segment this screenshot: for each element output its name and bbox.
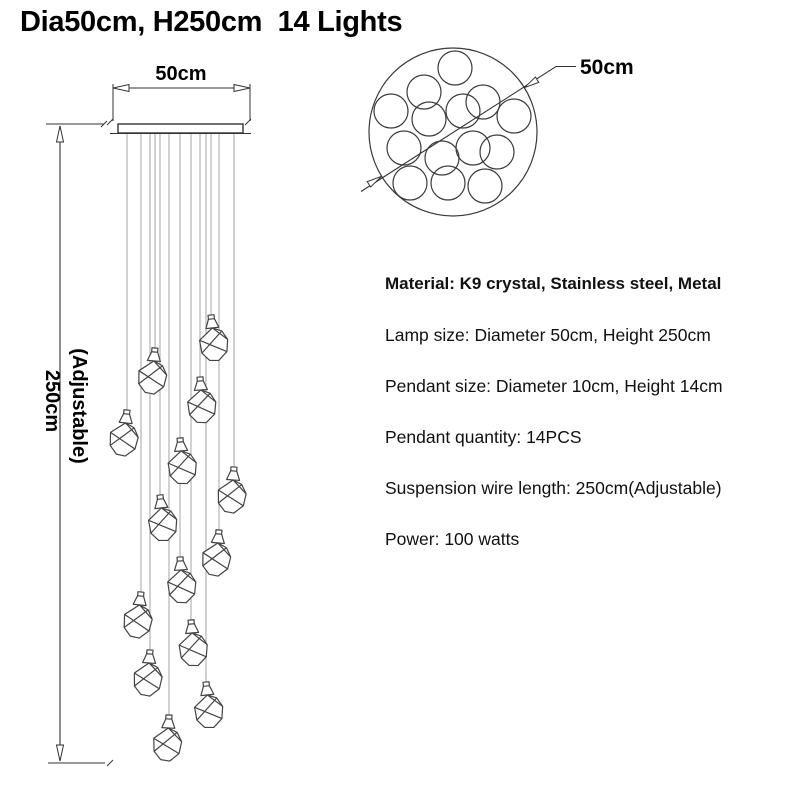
crystal-pendant	[107, 407, 142, 458]
spec-power: Power: 100 watts	[385, 529, 520, 549]
dim-arrow-right	[233, 83, 251, 93]
diameter-arrow-bottom	[366, 175, 382, 188]
canopy-outline	[368, 47, 538, 217]
page-title: Dia50cm, H250cm 14 Lights	[20, 6, 403, 38]
height-dimension: 250cm (Adjustable)	[41, 120, 114, 767]
spec-list: Material: K9 crystal, Stainless steel, M…	[385, 275, 790, 581]
front-view-diagram: 50cm 250cm (Adjustable)	[41, 63, 252, 767]
spec-pendant-size: Pendant size: Diameter 10cm, Height 14cm	[385, 376, 723, 396]
crystal-pendants	[107, 312, 249, 763]
dim-arrow-down	[55, 744, 65, 762]
pendant-position-circle	[479, 134, 515, 170]
crystal-pendant	[196, 312, 231, 363]
crystal-pendant	[191, 679, 226, 730]
pendant-position-circle	[430, 165, 466, 201]
crystal-pendant	[145, 492, 180, 543]
crystal-pendant	[165, 555, 198, 605]
crystal-pendant	[176, 618, 210, 668]
crystal-pendant	[136, 346, 170, 396]
spec-wire-length: Suspension wire length: 250cm(Adjustable…	[385, 478, 722, 498]
crystal-pendant	[165, 436, 199, 486]
pendant-position-circle	[424, 140, 460, 176]
pendant-position-circle	[406, 74, 442, 110]
pendant-position-circle	[445, 93, 481, 129]
suspension-wires	[126, 134, 235, 715]
pendant-position-circle	[455, 130, 491, 166]
pendant-position-circle	[411, 101, 447, 137]
height-dimension-label: 250cm	[41, 370, 63, 432]
pendant-position-circle	[467, 168, 503, 204]
pendant-position-circle	[496, 98, 532, 134]
pendant-position-circle	[373, 93, 409, 129]
dim-arrow-left	[112, 83, 130, 93]
pendant-position-circles	[373, 50, 532, 204]
ceiling-plate	[110, 123, 251, 135]
dim-arrow-up	[55, 125, 65, 143]
diameter-leader-line	[360, 65, 576, 192]
crystal-pendant	[132, 648, 165, 698]
crystal-pendant	[216, 465, 249, 515]
top-view-diagram: 50cm	[360, 47, 634, 217]
width-dimension: 50cm	[106, 63, 252, 126]
diameter-arrow-top	[524, 76, 540, 89]
spec-material: Material: K9 crystal, Stainless steel, M…	[385, 274, 722, 293]
top-view-diameter-label: 50cm	[580, 56, 634, 79]
spec-lamp-size: Lamp size: Diameter 50cm, Height 250cm	[385, 325, 711, 345]
spec-pendant-quantity: Pendant quantity: 14PCS	[385, 427, 582, 447]
pendant-position-circle	[437, 50, 473, 86]
pendant-position-circle	[392, 165, 428, 201]
crystal-pendant	[152, 713, 184, 763]
pendant-position-circle	[386, 130, 422, 166]
width-dimension-label: 50cm	[155, 63, 206, 85]
height-adjustable-label: (Adjustable)	[68, 348, 90, 464]
